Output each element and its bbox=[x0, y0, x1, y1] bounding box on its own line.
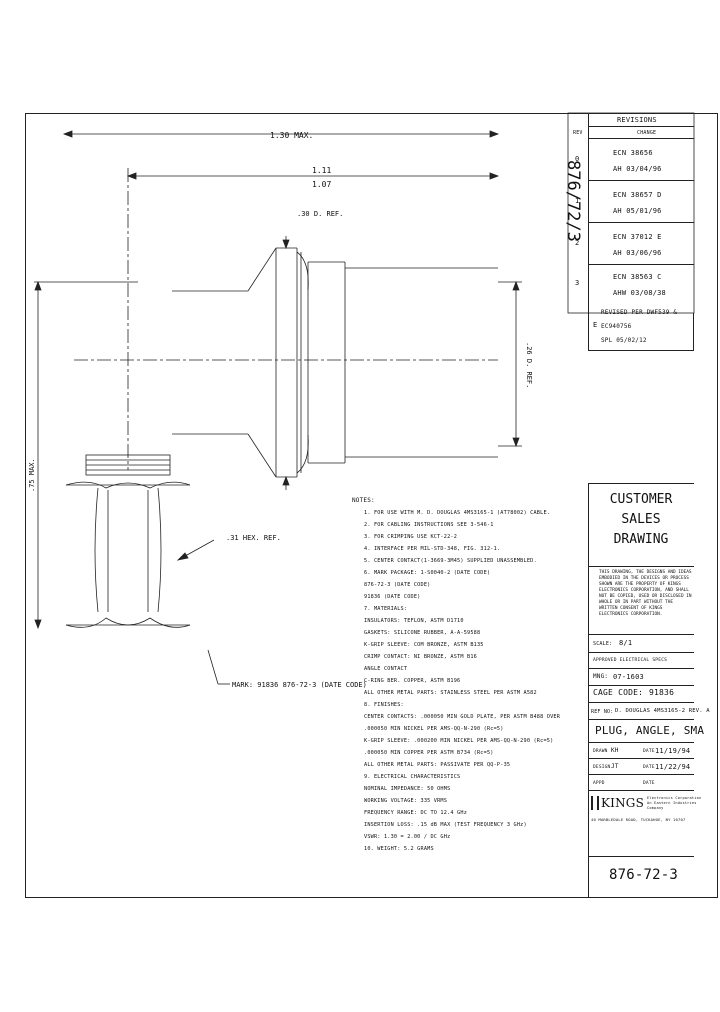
note-line: 10. WEIGHT: 5.2 GRAMS bbox=[364, 846, 434, 852]
cage-code-value: 91836 bbox=[649, 688, 675, 697]
note-line: ANGLE CONTACT bbox=[364, 666, 408, 672]
note-line: WORKING VOLTAGE: 335 VRMS bbox=[364, 798, 448, 804]
note-line: CRIMP CONTACT: NI BRONZE, ASTM B16 bbox=[364, 654, 477, 660]
revisions-table: REVISIONS REV CHANGE 0 ECN 38656 AH 03/0… bbox=[573, 113, 694, 313]
note-line: 5. CENTER CONTACT(1-3669-3M45) SUPPLIED … bbox=[364, 558, 537, 564]
revision-rev: 1 bbox=[575, 197, 580, 205]
note-line: .000050 MIN NICKEL PER AMS-QQ-N-290 (Rc=… bbox=[364, 726, 504, 732]
note-line: CENTER CONTACTS: .000050 MIN GOLD PLATE,… bbox=[364, 714, 561, 720]
hex-dim: .31 HEX. REF. bbox=[226, 534, 281, 542]
customer-title-line: DRAWING bbox=[613, 532, 669, 547]
revision-line2: AHW 03/08/38 bbox=[613, 289, 666, 297]
customer-title-line: CUSTOMER bbox=[609, 492, 673, 507]
design-label: DESIGN bbox=[593, 765, 611, 770]
note-line: ALL OTHER METAL PARTS: STAINLESS STEEL P… bbox=[364, 690, 537, 696]
revision-line2: AH 03/06/96 bbox=[613, 249, 662, 257]
revision-line1: REVISED PER DWF539 & bbox=[601, 309, 678, 316]
ref-value: D. DOUGLAS 4MS3165-2 REV. A bbox=[615, 708, 710, 714]
company-line: An Eastern Industries bbox=[647, 801, 697, 805]
appd-date-label: DATE bbox=[643, 781, 655, 786]
revision-line2: EC940756 bbox=[601, 323, 632, 330]
revision-rev: 0 bbox=[575, 155, 580, 163]
revisions-header-rev: REV bbox=[573, 130, 583, 136]
note-line: INSERTION LOSS: .15 dB MAX (TEST FREQUEN… bbox=[364, 822, 527, 828]
revision-line1: ECN 38563 C bbox=[613, 273, 662, 281]
note-line: 8. FINISHES: bbox=[364, 702, 404, 708]
note-line: C-RING BER. COPPER, ASTM B196 bbox=[364, 678, 461, 684]
drawn-date-label: DATE bbox=[643, 749, 655, 754]
ref-label: REF NO: bbox=[591, 709, 614, 715]
drawn-date: 11/19/94 bbox=[655, 747, 691, 755]
design-value: JT bbox=[611, 763, 619, 770]
note-line: INSULATORS: TEFLON, ASTM D1710 bbox=[364, 618, 464, 624]
vertical-drawing-number: 876/72/3 bbox=[563, 160, 583, 242]
height-dim: .75 MAX. bbox=[28, 458, 36, 492]
company-line: Electronics Corporation bbox=[647, 796, 702, 800]
note-line: 4. INTERFACE PER MIL-STD-348, FIG. 312-1… bbox=[364, 546, 501, 552]
notes-block: NOTES: 1. FOR USE WITH M. D. DOUGLAS 4MS… bbox=[352, 497, 588, 857]
revision-line1: ECN 38656 bbox=[613, 149, 653, 157]
note-line: 2. FOR CABLING INSTRUCTIONS SEE 3-546-1 bbox=[364, 522, 494, 528]
notes-title: NOTES: bbox=[352, 497, 375, 504]
company-logo: KINGS Electronics Corporation An Eastern… bbox=[591, 796, 701, 840]
note-line: 876-72-3 (DATE CODE) bbox=[364, 582, 431, 588]
appd-label: APPD bbox=[593, 781, 605, 786]
note-line: 3. FOR CRIMPING USE KCT-22-2 bbox=[364, 534, 458, 540]
drawn-label: DRAWN bbox=[593, 749, 608, 754]
revision-line1: ECN 38657 D bbox=[613, 191, 662, 199]
mng-value: 07-1603 bbox=[613, 673, 644, 681]
revision-last: E REVISED PER DWF539 & EC940756 SPL 05/0… bbox=[588, 309, 694, 351]
length-sub-dim: 1.07 bbox=[312, 180, 331, 189]
note-line: 6. MARK PACKAGE: 1-S0040-2 (DATE CODE) bbox=[364, 570, 491, 576]
revisions-title: REVISIONS bbox=[617, 116, 657, 124]
company-line: Company bbox=[647, 806, 664, 810]
revision-rev: 2 bbox=[575, 239, 580, 247]
drawing-sheet bbox=[25, 113, 718, 898]
drawing-number: 876-72-3 bbox=[609, 867, 679, 883]
company-address: 40 MARBLEDALE ROAD, TUCKAHOE, NY 10707 bbox=[591, 817, 686, 822]
note-line: K-GRIP SLEEVE: .000200 MIN NICKEL PER AM… bbox=[364, 738, 554, 744]
note-line: NOMINAL IMPEDANCE: 50 OHMS bbox=[364, 786, 451, 792]
design-date: 11/22/94 bbox=[655, 763, 691, 771]
scale-label: SCALE: bbox=[593, 641, 613, 647]
revision-line2: AH 03/04/96 bbox=[613, 165, 662, 173]
revision-rev: 3 bbox=[575, 279, 580, 287]
note-line: 7. MATERIALS: bbox=[364, 606, 408, 612]
cage-code-label: CAGE CODE: bbox=[593, 688, 644, 697]
revisions-header-change: CHANGE bbox=[637, 130, 657, 136]
revision-line3: SPL 05/02/12 bbox=[601, 337, 647, 344]
design-date-label: DATE bbox=[643, 765, 655, 770]
customer-title: CUSTOMER SALES DRAWING bbox=[589, 490, 693, 550]
drawing-title: PLUG, ANGLE, SMA bbox=[595, 724, 705, 737]
title-block: CUSTOMER SALES DRAWING THIS DRAWING, THE… bbox=[588, 483, 710, 898]
overall-length-dim: 1.30 MAX. bbox=[270, 131, 313, 140]
note-line: .000050 MIN COPPER PER ASTM B734 (Rc=5) bbox=[364, 750, 494, 756]
company-name: KINGS bbox=[601, 796, 645, 810]
side-dim: .26 D. REF. bbox=[525, 342, 533, 388]
revision-line2: AH 05/01/96 bbox=[613, 207, 662, 215]
note-line: K-GRIP SLEEVE: COM BRONZE, ASTM B135 bbox=[364, 642, 484, 648]
note-line: ALL OTHER METAL PARTS: PASSIVATE PER QQ-… bbox=[364, 762, 511, 768]
note-line: GASKETS: SILICONE RUBBER, A-A-59588 bbox=[364, 630, 481, 636]
drawn-value: KH bbox=[611, 747, 619, 754]
approved-specs: APPROVED ELECTRICAL SPECS bbox=[593, 658, 668, 663]
note-line: 91836 (DATE CODE) bbox=[364, 594, 421, 600]
logo-icon bbox=[591, 796, 599, 810]
note-line: FREQUENCY RANGE: DC TO 12.4 GHz bbox=[364, 810, 468, 816]
scale-value: 8/1 bbox=[619, 639, 633, 647]
revision-rev: E bbox=[593, 321, 598, 329]
ref-dim: .30 D. REF. bbox=[297, 210, 343, 218]
marking-note: MARK: 91836 876-72-3 (DATE CODE) bbox=[232, 681, 367, 689]
revision-line1: ECN 37012 E bbox=[613, 233, 662, 241]
note-line: 9. ELECTRICAL CHARACTERISTICS bbox=[364, 774, 461, 780]
length-dim: 1.11 bbox=[312, 166, 331, 175]
note-line: 1. FOR USE WITH M. D. DOUGLAS 4MS3165-1 … bbox=[364, 510, 551, 516]
proprietary-notice: THIS DRAWING, THE DESIGNS AND IDEAS EMBO… bbox=[599, 570, 692, 617]
mng-label: MNG: bbox=[593, 673, 609, 680]
customer-title-line: SALES bbox=[621, 512, 661, 527]
note-line: VSWR: 1.30 = 2.00 / DC GHz bbox=[364, 834, 451, 840]
